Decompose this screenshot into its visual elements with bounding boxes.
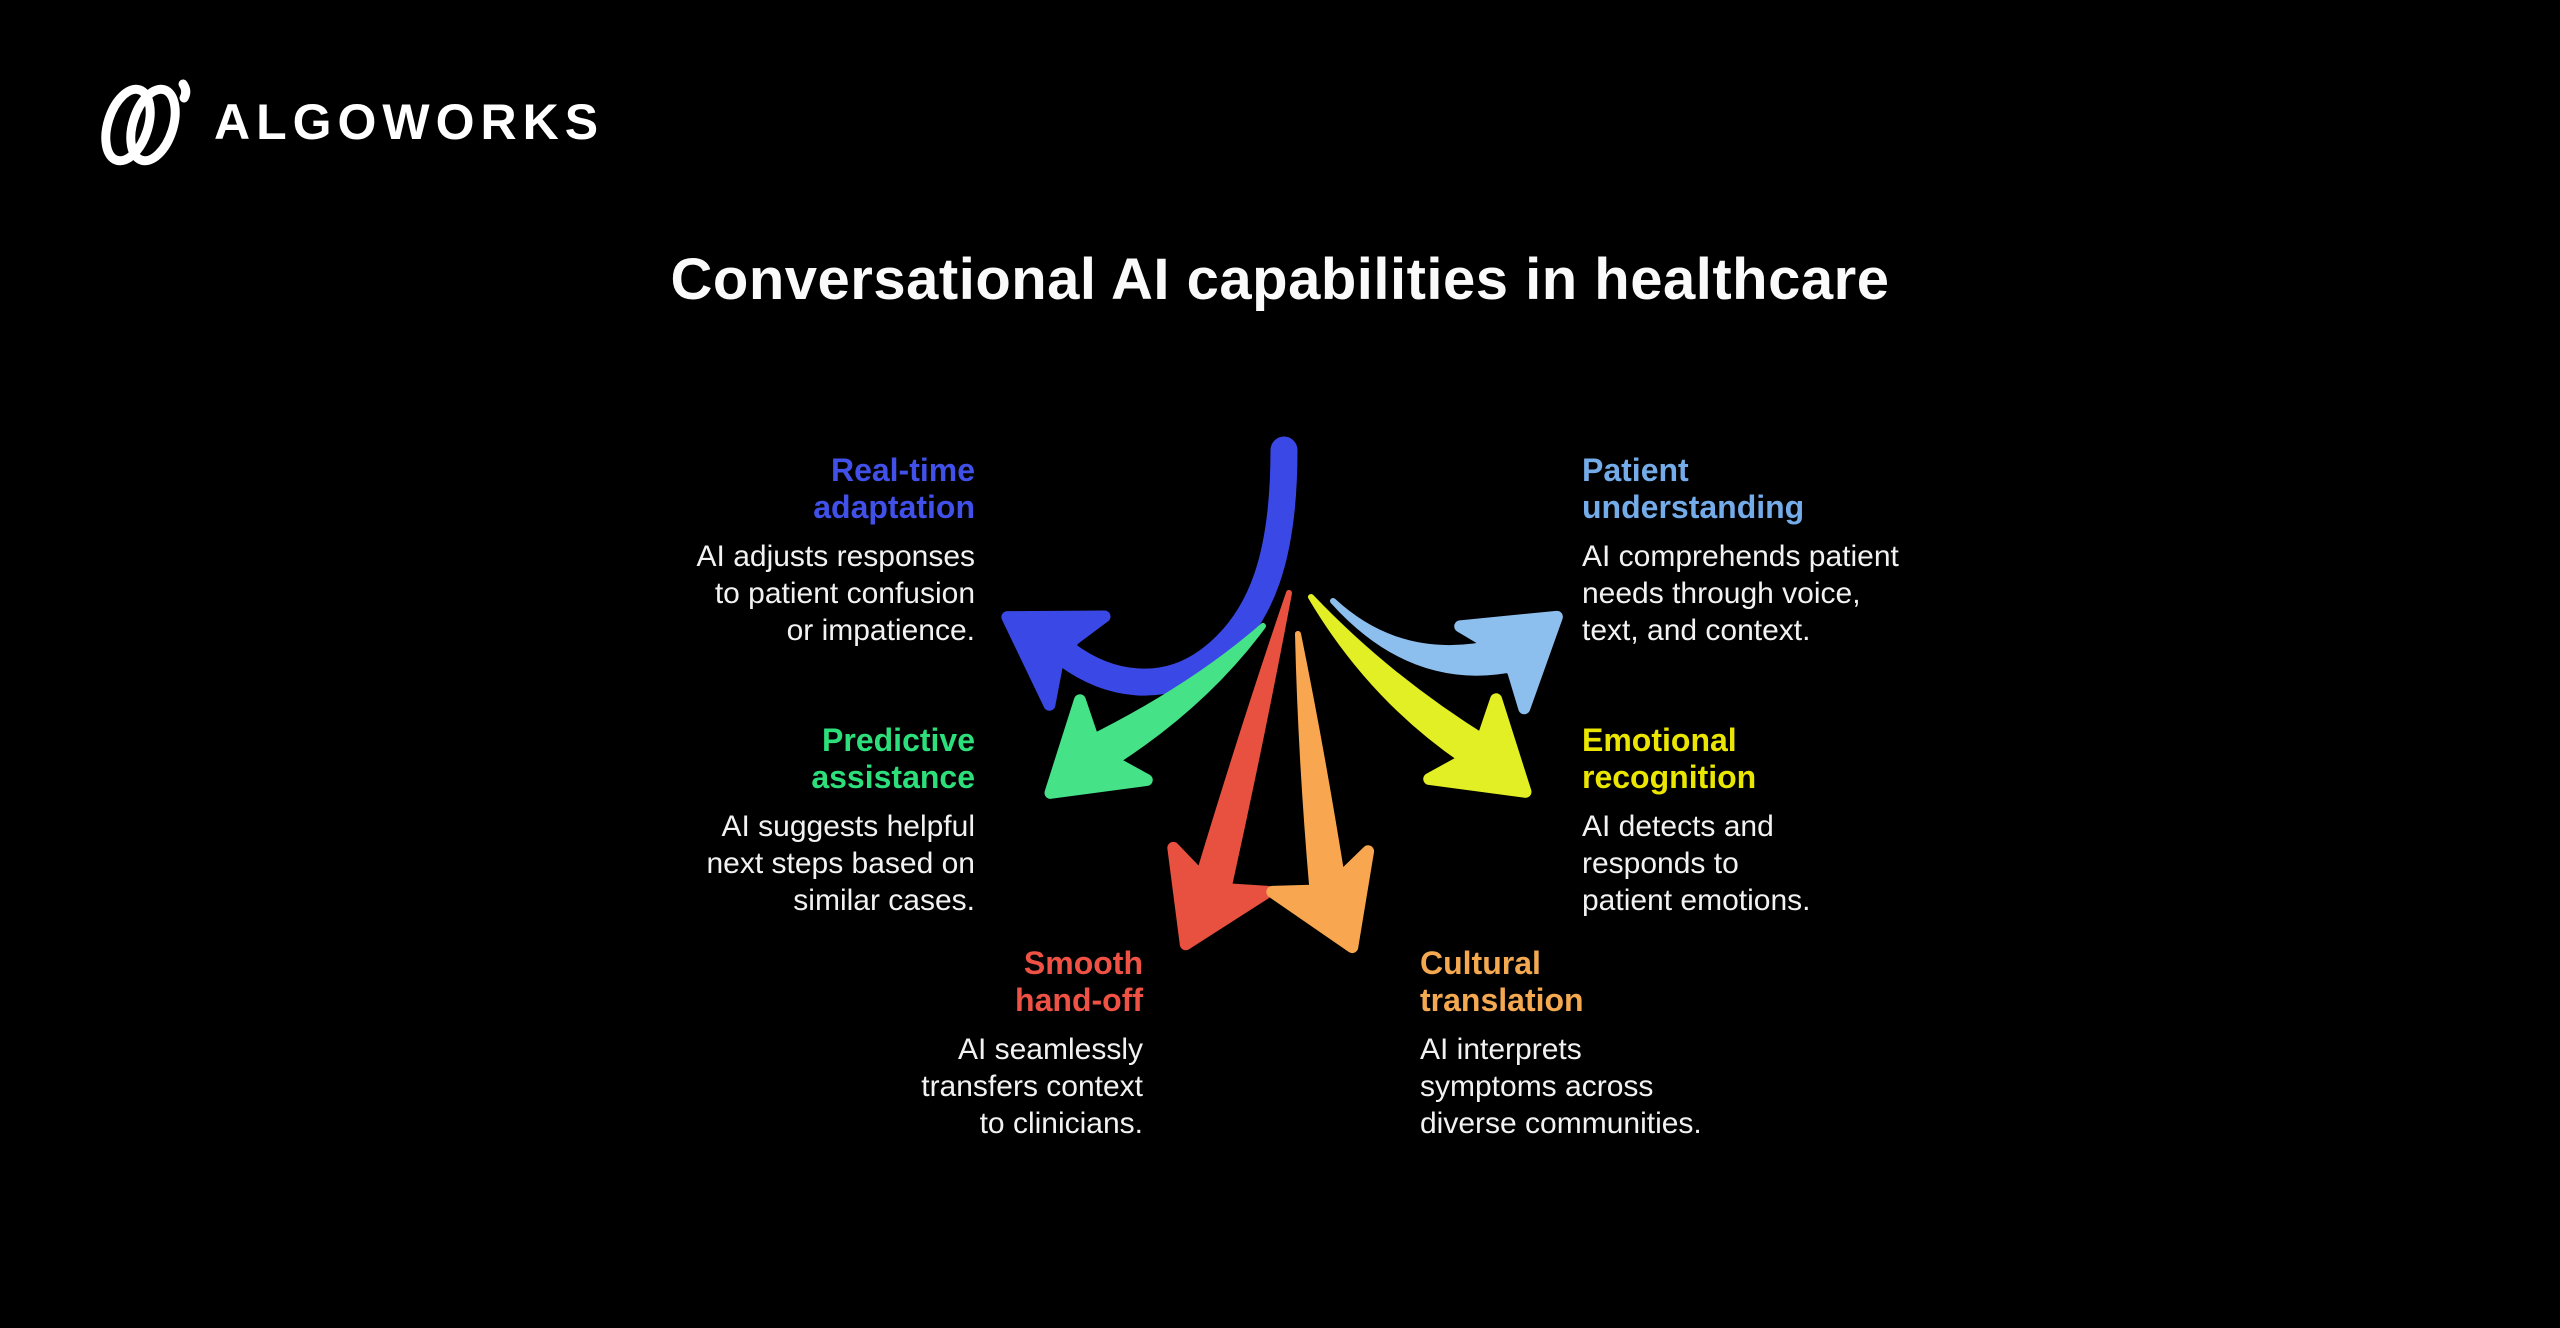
- arrow-predictive-assistance-icon: [1044, 623, 1266, 799]
- capability-emotional-recognition: Emotional recognition AI detects and res…: [1582, 722, 2012, 919]
- capability-cultural-translation: Cultural translation AI interprets sympt…: [1420, 945, 1850, 1142]
- body-line: AI suggests helpful: [721, 810, 976, 843]
- heading-line: Cultural: [1420, 945, 1541, 981]
- algoworks-logo-icon: [101, 79, 191, 166]
- heading-line: Predictive: [822, 722, 975, 758]
- arrow-patient-understanding-icon: [1330, 598, 1563, 715]
- heading-line: Emotional: [1582, 722, 1737, 758]
- body-line: to patient confusion: [714, 577, 975, 610]
- body-line: AI detects and: [1582, 810, 1774, 843]
- heading-line: Patient: [1582, 452, 1689, 488]
- heading-line: translation: [1420, 982, 1584, 1018]
- body-line: AI adjusts responses: [696, 540, 975, 573]
- capability-heading: Predictive assistance: [595, 722, 975, 796]
- body-line: diverse communities.: [1420, 1107, 1702, 1140]
- heading-line: adaptation: [813, 489, 975, 525]
- capability-description: AI detects and responds to patient emoti…: [1582, 808, 2012, 919]
- arrow-smooth-hand-off-icon: [1167, 590, 1292, 951]
- capability-heading: Cultural translation: [1420, 945, 1850, 1019]
- capability-description: AI adjusts responses to patient confusio…: [595, 538, 975, 649]
- arrow-real-time-adaptation-icon: [1001, 436, 1298, 711]
- body-line: AI seamlessly: [957, 1033, 1143, 1066]
- algoworks-wordmark: ALGOWORKS: [214, 94, 605, 150]
- capability-description: AI seamlessly transfers context to clini…: [763, 1031, 1143, 1142]
- body-line: AI comprehends patient: [1582, 540, 1899, 573]
- arrow-emotional-recognition-icon: [1308, 594, 1532, 798]
- capability-predictive-assistance: Predictive assistance AI suggests helpfu…: [595, 722, 975, 919]
- page-title: Conversational AI capabilities in health…: [670, 247, 1890, 312]
- heading-line: hand-off: [1015, 982, 1143, 1018]
- heading-line: understanding: [1582, 489, 1805, 525]
- heading-line: recognition: [1582, 759, 1757, 795]
- body-line: patient emotions.: [1582, 884, 1811, 917]
- body-line: needs through voice,: [1582, 577, 1861, 610]
- body-line: AI interprets: [1420, 1033, 1582, 1066]
- capability-patient-understanding: Patient understanding AI comprehends pat…: [1582, 452, 2012, 649]
- body-line: responds to: [1582, 847, 1739, 880]
- capability-heading: Patient understanding: [1582, 452, 2012, 526]
- body-line: symptoms across: [1420, 1070, 1654, 1103]
- capability-heading: Real-time adaptation: [595, 452, 975, 526]
- body-line: text, and context.: [1582, 614, 1811, 647]
- heading-line: Smooth: [1023, 945, 1143, 981]
- heading-line: assistance: [811, 759, 975, 795]
- body-line: or impatience.: [786, 614, 975, 647]
- body-line: to clinicians.: [979, 1107, 1143, 1140]
- capability-smooth-hand-off: Smooth hand-off AI seamlessly transfers …: [763, 945, 1143, 1142]
- body-line: next steps based on: [706, 847, 975, 880]
- capability-description: AI interprets symptoms across diverse co…: [1420, 1031, 1850, 1142]
- capability-real-time-adaptation: Real-time adaptation AI adjusts response…: [595, 452, 975, 649]
- body-line: similar cases.: [793, 884, 975, 917]
- heading-line: Real-time: [830, 452, 975, 488]
- algoworks-logo: ALGOWORKS: [90, 74, 604, 170]
- arrow-cultural-translation-icon: [1266, 631, 1375, 954]
- capability-heading: Smooth hand-off: [763, 945, 1143, 1019]
- capability-description: AI comprehends patient needs through voi…: [1582, 538, 2012, 649]
- body-line: transfers context: [921, 1070, 1143, 1103]
- capability-description: AI suggests helpful next steps based on …: [595, 808, 975, 919]
- capability-heading: Emotional recognition: [1582, 722, 2012, 796]
